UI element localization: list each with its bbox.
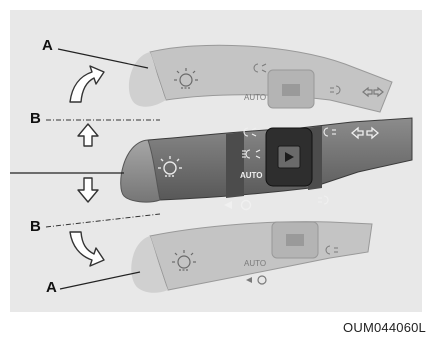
off-icon — [242, 201, 251, 210]
figure-code: OUM044060L — [343, 320, 426, 335]
callout-a-top: A — [42, 37, 53, 54]
auto-label-bottom: AUTO — [244, 259, 266, 268]
auto-label-top: AUTO — [244, 93, 266, 102]
leader-line-a-bottom — [60, 272, 140, 289]
callout-b-top: B — [30, 110, 41, 127]
down-arrow-icon — [78, 178, 98, 202]
lever-active: AUTO — [121, 118, 412, 210]
lever-ghost-bottom: AUTO — [131, 222, 372, 293]
up-arrow-icon — [78, 124, 98, 146]
lever-ghost-top: AUTO — [129, 45, 392, 112]
leader-line-b-bottom — [46, 214, 160, 227]
leader-line-a-top — [58, 49, 148, 68]
callout-b-bottom: B — [30, 218, 41, 235]
rotate-down-arrow-icon — [70, 232, 104, 266]
position-pointer-icon — [224, 201, 232, 209]
rear-fog-icon — [318, 196, 328, 204]
rotate-up-arrow-icon — [70, 66, 104, 102]
callout-a-bottom: A — [46, 279, 57, 296]
auto-label-center: AUTO — [240, 171, 263, 180]
